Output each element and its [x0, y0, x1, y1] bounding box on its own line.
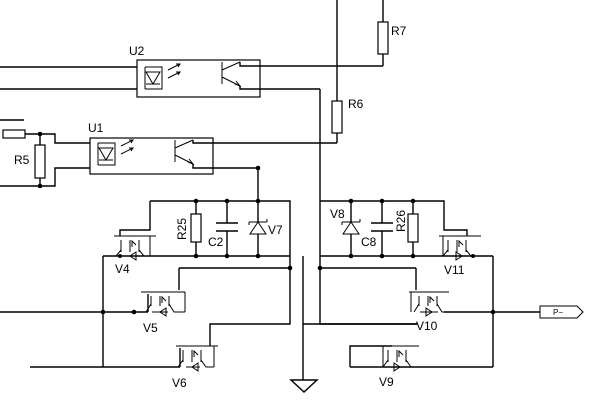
- resistor-r5: [2, 129, 46, 189]
- optocoupler-u2: [0, 59, 383, 98]
- v9-label: V9: [379, 375, 394, 389]
- mosfet-v11: [439, 235, 481, 261]
- right-gate-network: [302, 200, 540, 380]
- zener-diode-v8: [341, 198, 361, 259]
- resistor-r25: [190, 198, 202, 259]
- r7-label: R7: [391, 24, 407, 38]
- optocoupler-u1: [0, 119, 337, 187]
- capacitor-c2: [216, 198, 238, 259]
- zener-diode-v7: [248, 198, 268, 259]
- c8-label: C8: [361, 235, 377, 249]
- ground-icon: [289, 379, 319, 393]
- v6-label: V6: [172, 376, 187, 390]
- resistor-r26: [407, 198, 419, 259]
- c2-label: C2: [208, 235, 224, 249]
- r6-label: R6: [348, 97, 364, 111]
- r5-label: R5: [14, 153, 30, 167]
- v7-label: V7: [268, 223, 283, 237]
- r26-label: R26: [394, 210, 408, 232]
- v4-label: V4: [115, 262, 130, 276]
- u1-label: U1: [88, 121, 104, 135]
- net-tag-label: P−: [553, 308, 563, 317]
- capacitor-c8: [371, 198, 393, 259]
- mosfet-v6: [176, 345, 218, 372]
- v8-label: V8: [330, 207, 345, 221]
- resistor-r6: [331, 0, 343, 143]
- mosfet-v9: [379, 345, 419, 372]
- resistor-r7: [377, 0, 389, 66]
- mosfet-v5: [100, 291, 186, 317]
- v10-label: V10: [416, 319, 438, 333]
- left-gate-network: [0, 165, 291, 368]
- mosfet-v10: [409, 291, 449, 317]
- r25-label: R25: [175, 218, 189, 240]
- u2-label: U2: [129, 44, 145, 58]
- net-tag-p-minus: [539, 305, 584, 319]
- mosfet-v4: [114, 235, 156, 261]
- v5-label: V5: [143, 321, 158, 335]
- v11-label: V11: [444, 263, 465, 277]
